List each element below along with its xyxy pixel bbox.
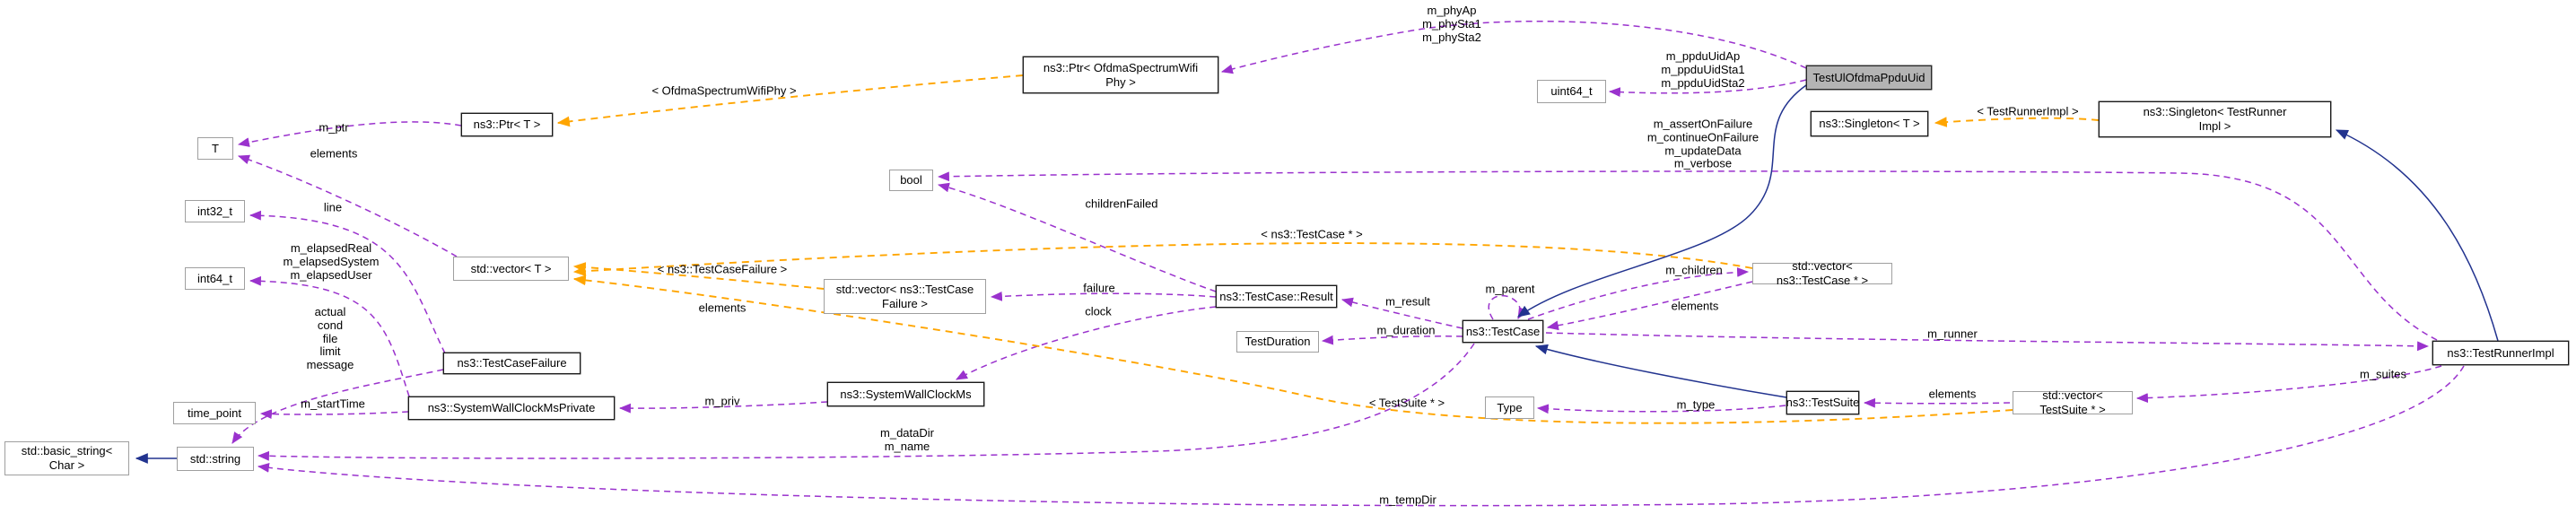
edge-m-starttime [259, 409, 409, 420]
class-node-singleton-testrunnerimpl[interactable]: ns3::Singleton< TestRunner Impl > [2099, 101, 2331, 137]
edge-m-suites [2135, 365, 2442, 404]
edge-elements-vector-testsuite [1863, 397, 2011, 408]
class-node-testulofdmappduuid: TestUlOfdmaPpduUid [1806, 65, 1932, 90]
edge-clock [956, 306, 1217, 380]
edge-m-ppduuid [1608, 79, 1807, 98]
edge-m-phy [1220, 20, 1807, 74]
class-node-bool: bool [889, 170, 933, 191]
class-node-vector-testcase-ptr: std::vector< ns3::TestCase * > [1752, 259, 1892, 287]
edge-m-ptr [237, 121, 462, 147]
class-node-testcase[interactable]: ns3::TestCase [1463, 320, 1543, 343]
edge-childrenfailed [937, 182, 1217, 292]
edge-template-testsuite-ptr [572, 274, 2013, 424]
edge-m-type [1536, 404, 1786, 414]
edge-template-testcasefailure [572, 262, 825, 290]
edge-template-ofdmaspectrumwifiphy [556, 74, 1024, 127]
edge-elapsed [249, 275, 410, 397]
class-node-vector-testcasefailure: std::vector< ns3::TestCase Failure > [824, 279, 986, 314]
class-node-ptr-t[interactable]: ns3::Ptr< T > [461, 113, 553, 136]
edge-inherit-testul-testcase [1517, 84, 1807, 318]
edge-m-result [1340, 297, 1463, 329]
class-node-testsuite[interactable]: ns3::TestSuite [1786, 391, 1859, 414]
class-node-int64-t: int64_t [185, 267, 245, 290]
edge-m-flags [937, 170, 2438, 341]
class-node-ptr-ofdmaspectrumwifiphy[interactable]: ns3::Ptr< OfdmaSpectrumWifi Phy > [1023, 57, 1218, 93]
edge-template-testrunnerimpl [1934, 117, 2100, 127]
edge-failure [990, 291, 1217, 301]
edge-inherit-testsuite-testcase [1534, 344, 1787, 398]
class-node-time-point: time_point [173, 402, 256, 424]
class-node-basic-string: std::basic_string< Char > [4, 441, 129, 475]
edge-m-tempdir [257, 365, 2465, 507]
edge-m-parent-loop [1488, 294, 1528, 320]
edge-elements-vector-testcase [1546, 281, 1753, 331]
edge-m-runner [1545, 332, 2430, 352]
class-node-int32-t: int32_t [185, 200, 245, 222]
class-node-vector-testsuite-ptr: std::vector< TestSuite * > [2013, 388, 2133, 416]
class-node-systemwallclockms[interactable]: ns3::SystemWallClockMs [827, 382, 984, 406]
class-node-std-string: std::string [177, 447, 254, 471]
edge-tcf-strings [231, 369, 444, 444]
class-node-testduration: TestDuration [1236, 331, 1319, 353]
class-node-singleton-t[interactable]: ns3::Singleton< T > [1811, 111, 1928, 136]
class-node-t: T [197, 137, 233, 160]
edge-m-priv [618, 401, 828, 414]
class-node-systemwallclockmsprivate[interactable]: ns3::SystemWallClockMsPrivate [408, 396, 615, 420]
class-node-type: Type [1485, 396, 1534, 419]
class-node-uint64-t: uint64_t [1537, 80, 1606, 103]
class-node-testcasefailure[interactable]: ns3::TestCaseFailure [443, 353, 581, 374]
edge-template-testcase-ptr [572, 242, 1753, 277]
edge-elements-vector-t [237, 154, 458, 257]
edge-inherit-testrunnerimpl-singleton [2335, 129, 2499, 342]
edge-m-datadir-m-name [257, 343, 1475, 461]
edge-m-children [1527, 267, 1750, 320]
class-node-testrunnerimpl[interactable]: ns3::TestRunnerImpl [2432, 341, 2569, 365]
class-node-testcase-result[interactable]: ns3::TestCase::Result [1216, 285, 1337, 308]
class-node-vector-t: std::vector< T > [453, 257, 569, 281]
edge-line [249, 210, 446, 354]
edge-m-duration [1321, 335, 1463, 345]
